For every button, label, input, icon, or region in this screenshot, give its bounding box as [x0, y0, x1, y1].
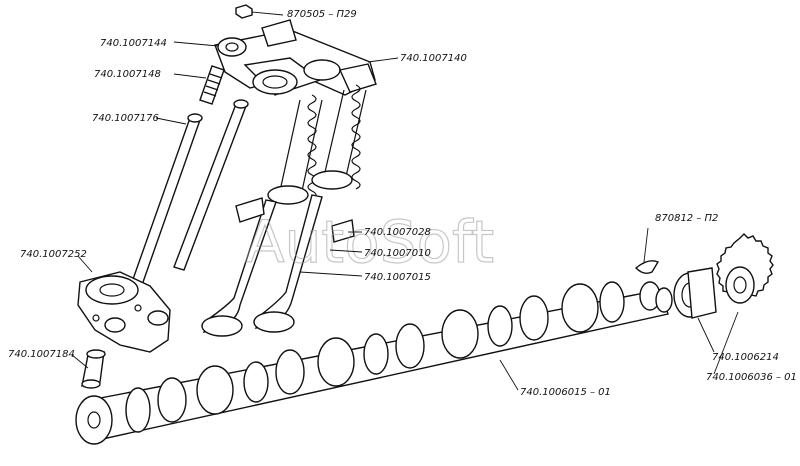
label-740-1007140: 740.1007140 — [400, 53, 467, 64]
label-740-1007028: 740.1007028 — [364, 227, 431, 238]
label-740-1007184: 740.1007184 — [8, 349, 75, 360]
nut-870505 — [235, 4, 253, 19]
watermark-text: AutoSoft — [245, 208, 494, 276]
valve-spring-left — [267, 94, 323, 205]
tappet — [81, 349, 106, 389]
label-740-1007176: 740.1007176 — [92, 113, 159, 124]
valve-right — [253, 194, 323, 333]
label-740-1006015-01: 740.1006015 – 01 — [520, 387, 611, 398]
camshaft — [75, 281, 673, 445]
valve-spring-right — [311, 84, 367, 190]
valve-seal-cap — [235, 197, 355, 243]
camshaft-gear — [716, 233, 774, 304]
label-740-1007015: 740.1007015 — [364, 272, 431, 283]
thrust-flange — [673, 267, 717, 319]
label-740-1007252: 740.1007252 — [20, 249, 87, 260]
rocker-arm-assembly — [214, 19, 377, 96]
label-870505: 870505 – П29 — [287, 9, 357, 20]
label-740-1006036-01: 740.1006036 – 01 — [706, 372, 797, 383]
label-740-1007144: 740.1007144 — [100, 38, 167, 49]
leader-lines — [71, 11, 739, 391]
tappet-bracket — [77, 271, 171, 353]
valve-left — [201, 199, 277, 337]
adjusting-screw — [199, 65, 225, 105]
label-740-1007148: 740.1007148 — [94, 69, 161, 80]
label-740-1007010: 740.1007010 — [364, 248, 431, 259]
label-740-1006214: 740.1006214 — [712, 352, 779, 363]
push-rods — [131, 99, 249, 286]
woodruff-key — [634, 260, 660, 275]
label-870812: 870812 – П2 — [655, 213, 718, 224]
